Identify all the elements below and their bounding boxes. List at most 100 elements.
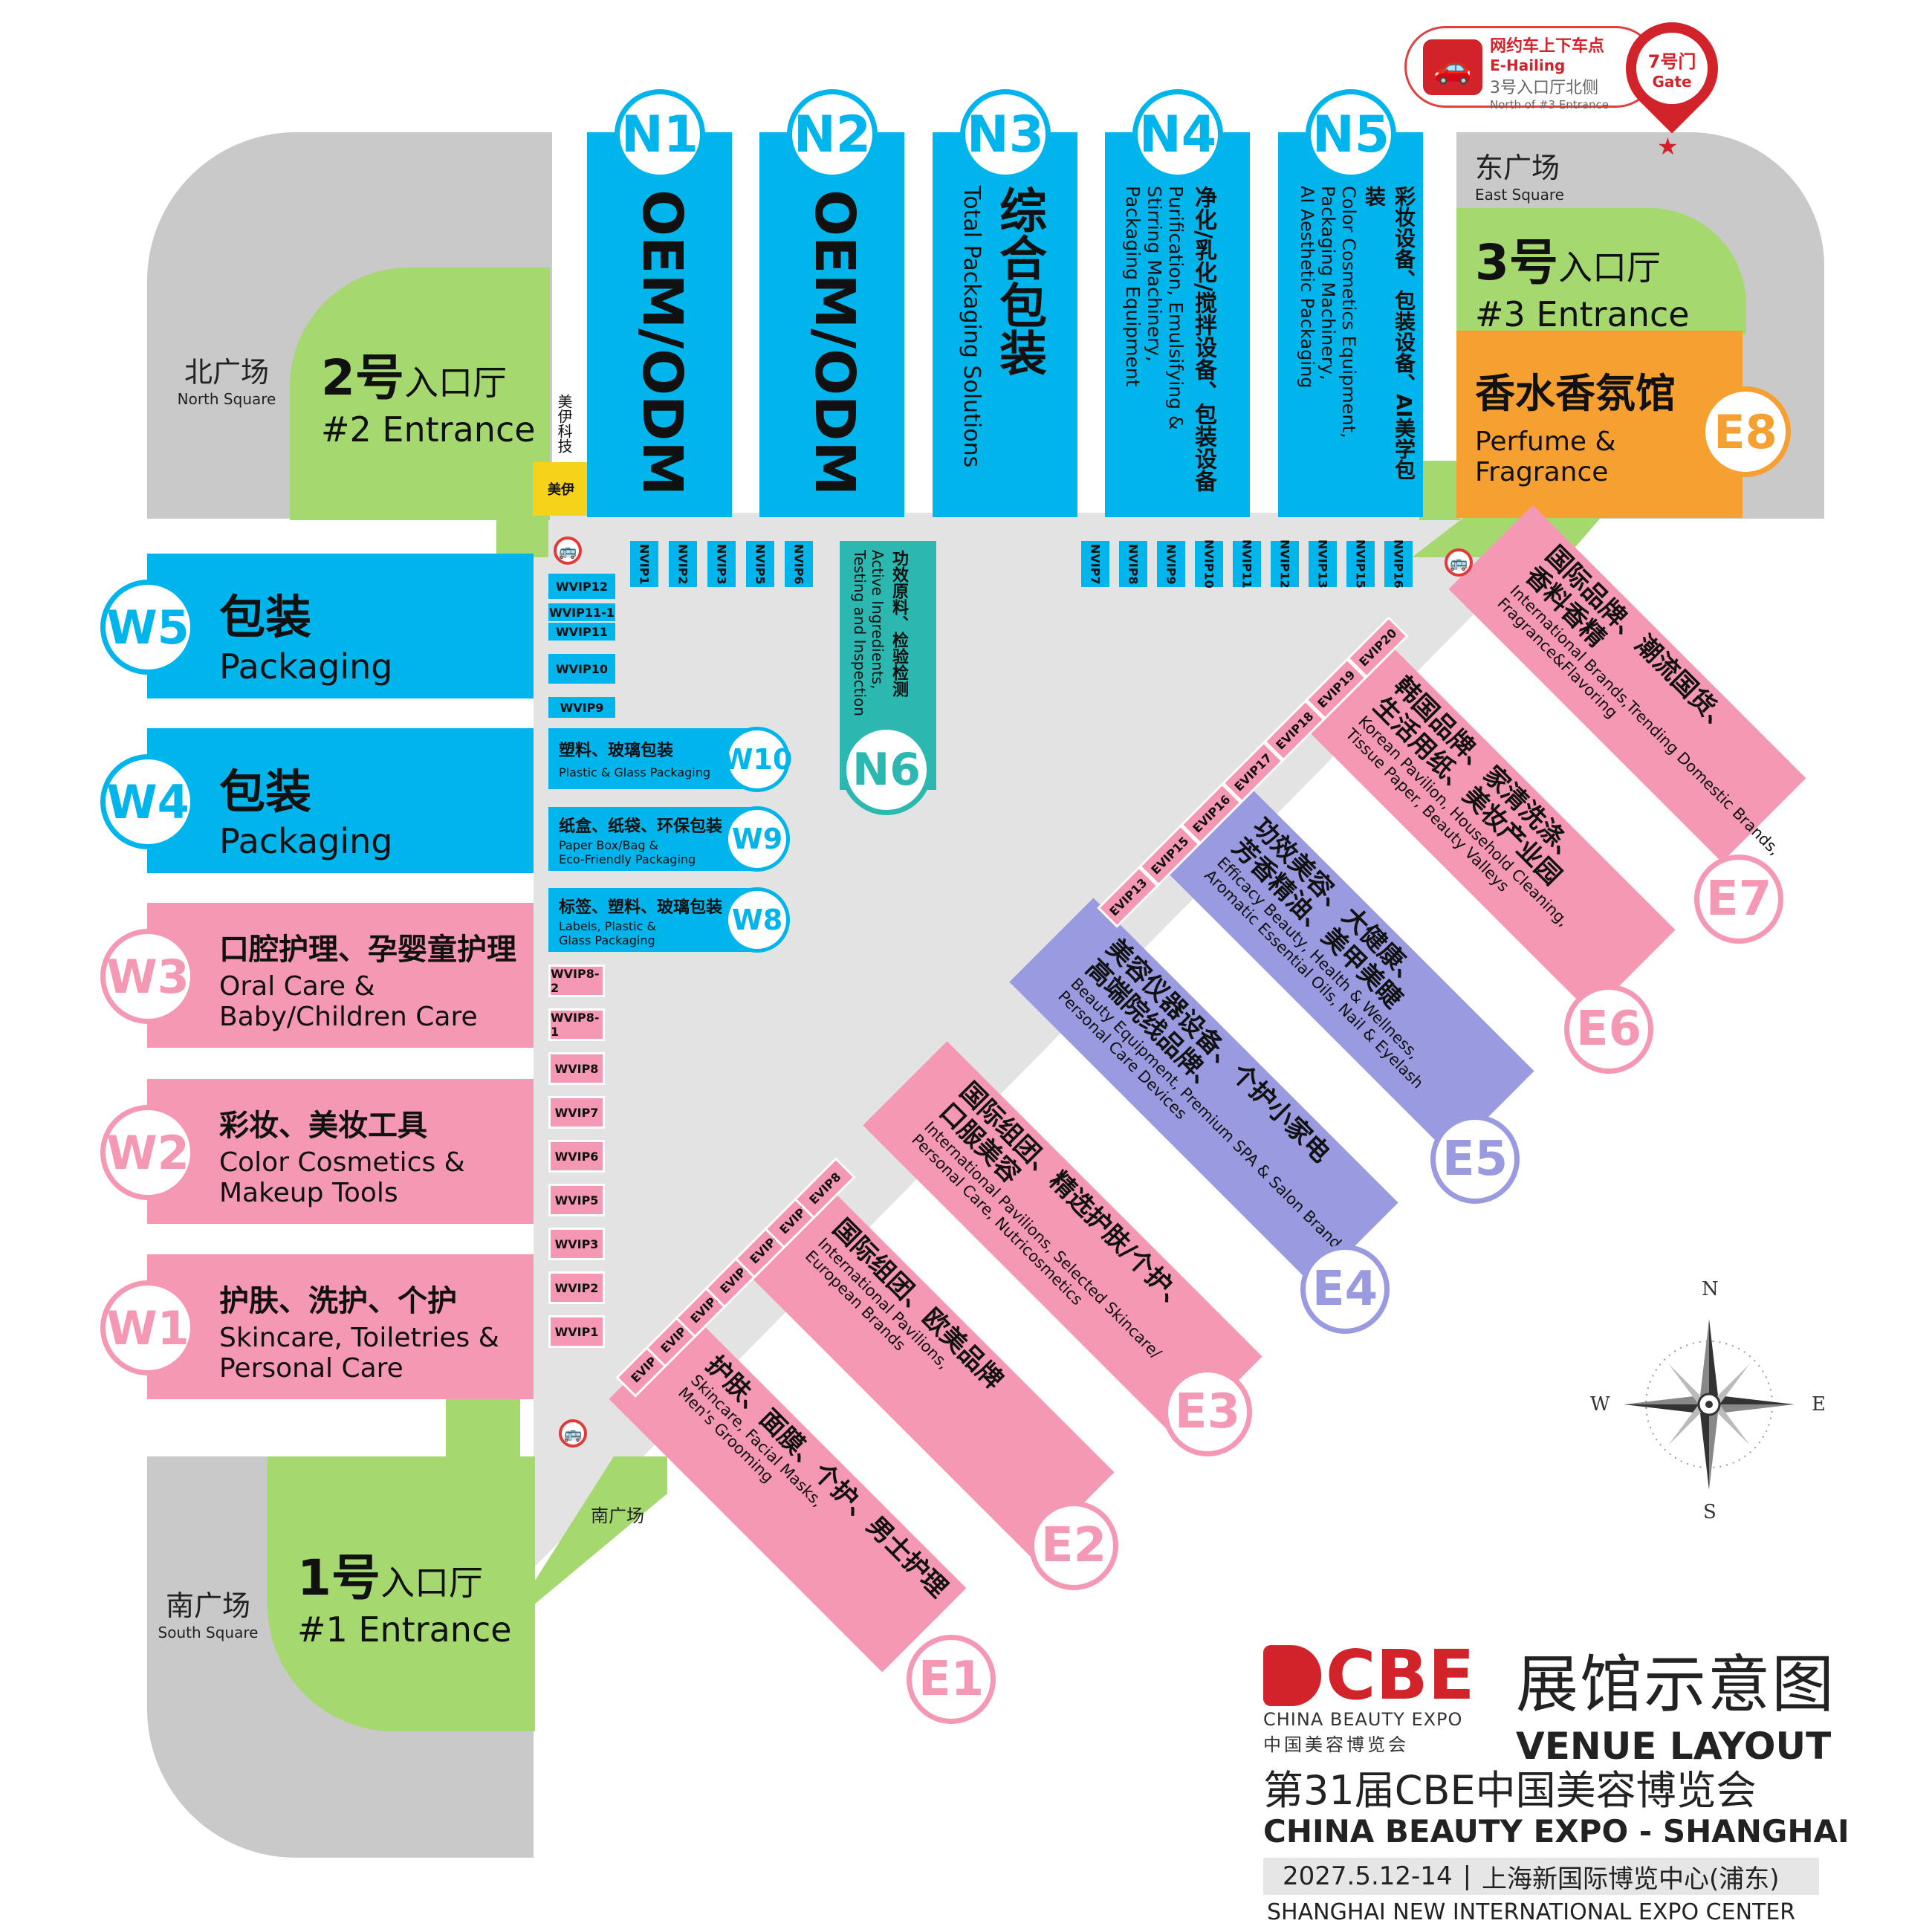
hall-n4-en2: Stirring Machinery, <box>1144 186 1165 363</box>
vip-room[interactable]: WVIP1 <box>548 1315 605 1348</box>
hall-w9-text: 纸盒、纸袋、环保包装 Paper Box/Bag & Eco-Friendly … <box>559 813 722 866</box>
meiyi-logo: 美伊 <box>533 462 589 516</box>
vip-room[interactable]: WVIP12 <box>548 574 615 599</box>
vip-room[interactable]: WVIP2 <box>548 1271 605 1304</box>
hall-w1-text: 护肤、洗护、个护 Skincare, Toiletries & Personal… <box>219 1277 499 1384</box>
vip-room[interactable]: WVIP8-1 <box>548 1008 605 1041</box>
hall-n5[interactable] <box>1278 132 1423 517</box>
vip-room[interactable]: NVIP15 <box>1346 539 1375 589</box>
vip-room[interactable]: NVIP12 <box>1271 539 1299 589</box>
vip-room[interactable]: WVIP7 <box>548 1096 605 1129</box>
hall-w10-title: 塑料、玻璃包装 <box>559 742 674 760</box>
entrance-3-label: 3号入口厅 #3 Entrance <box>1475 223 1690 334</box>
compass-w: W <box>1590 1393 1610 1416</box>
bus-stop-icon: 🚌 <box>1445 548 1473 577</box>
entrance-1-area <box>268 1456 535 1731</box>
vip-room[interactable]: NVIP7 <box>1081 541 1109 587</box>
hall-w9-en2: Eco-Friendly Packaging <box>559 852 696 866</box>
hall-w5-text: 包装 Packaging <box>219 580 393 687</box>
hall-e5-badge: E5 <box>1430 1115 1520 1204</box>
layout-en: VENUE LAYOUT <box>1516 1725 1832 1768</box>
hall-w1-en2: Personal Care <box>219 1353 403 1384</box>
vip-room[interactable]: WVIP8-2 <box>548 965 605 997</box>
hall-e7-title2: 香料香精 <box>1519 560 1612 654</box>
vip-room[interactable]: NVIP9 <box>1157 541 1185 587</box>
entrance-2-label: 2号入口厅 #2 Entrance <box>321 338 536 450</box>
hall-w1-badge: W1 <box>100 1280 195 1375</box>
hall-n4-badge: N4 <box>1132 89 1223 180</box>
vip-room[interactable]: NVIP13 <box>1309 539 1337 589</box>
ehailing-en: E-Hailing <box>1490 56 1566 74</box>
hall-w8-text: 标签、塑料、玻璃包装 Labels, Plastic & Glass Packa… <box>559 894 722 947</box>
meiyi-logo-text: 美伊 <box>548 482 574 498</box>
entrance-3-zh: 入口厅 <box>1557 247 1661 288</box>
hall-n1-title: OEM/ODM <box>630 189 694 496</box>
hall-w4[interactable] <box>147 728 534 873</box>
vip-room[interactable]: WVIP6 <box>548 1140 605 1173</box>
event-date-bar: 2027.5.12-14 | 上海新国际博览中心(浦东) <box>1263 1858 1819 1895</box>
vip-room[interactable]: WVIP11 <box>548 623 615 641</box>
compass-n: N <box>1702 1278 1719 1300</box>
hall-w9-title: 纸盒、纸袋、环保包装 <box>559 817 723 836</box>
hall-n6-en2: Testing and Inspection <box>851 550 869 716</box>
hall-w10-badge: W10 <box>722 727 792 792</box>
hall-n3[interactable] <box>933 132 1077 517</box>
vip-room[interactable]: NVIP3 <box>707 541 736 587</box>
vip-room[interactable]: WVIP3 <box>548 1228 605 1260</box>
hall-w5-en: Packaging <box>219 646 393 687</box>
vip-room[interactable]: NVIP11 <box>1233 539 1261 589</box>
vip-room[interactable]: WVIP10 <box>548 654 615 684</box>
entrance-2-num: 2号 <box>321 349 404 406</box>
hall-n1[interactable] <box>587 132 732 517</box>
vip-room[interactable]: WVIP5 <box>548 1184 605 1216</box>
hall-e7-badge: E7 <box>1694 855 1783 944</box>
hall-w1[interactable] <box>147 1254 534 1399</box>
hall-n6-en1: Active Ingredients, <box>869 550 886 690</box>
entrance-2-zh: 入口厅 <box>403 363 507 403</box>
hall-n4[interactable] <box>1105 132 1250 517</box>
hall-w5[interactable] <box>147 554 534 698</box>
compass: N S W E <box>1575 1278 1843 1531</box>
entrance-3-area <box>1456 208 1746 334</box>
cbe-logo-text: CBE <box>1326 1636 1475 1715</box>
south-plaza-label: 南广场 <box>591 1505 644 1526</box>
ehailing-loc-zh: 3号入口厅北侧 <box>1490 79 1598 97</box>
vip-room[interactable]: NVIP16 <box>1384 539 1413 589</box>
hall-w2-text: 彩妆、美妆工具 Color Cosmetics & Makeup Tools <box>219 1101 465 1208</box>
south-square-en: South Square <box>158 1624 259 1641</box>
hall-n2[interactable] <box>759 132 904 517</box>
hall-w3[interactable] <box>147 903 534 1048</box>
hall-n4-en1: Purification, Emulsifying & <box>1165 186 1187 430</box>
event-venue-en: SHANGHAI NEW INTERNATIONAL EXPO CENTER <box>1267 1899 1796 1925</box>
vip-room[interactable]: WVIP8 <box>548 1052 605 1085</box>
entrance-3-en: #3 Entrance <box>1475 294 1690 334</box>
vip-room[interactable]: NVIP6 <box>785 541 813 587</box>
hall-n3-title: 综合包装 <box>991 186 1046 376</box>
hall-w1-title: 护肤、洗护、个护 <box>219 1284 457 1318</box>
hall-n5-text: 彩妆设备、包装设备、AI美学包装 Color Cosmetics Equipme… <box>1297 186 1419 498</box>
vip-room[interactable]: WVIP9 <box>548 697 615 718</box>
north-square-zh: 北广场 <box>184 356 269 389</box>
gate-star-icon: ★ <box>1657 132 1679 161</box>
hall-n6-text: 功效原料、检验检测 Active Ingredients, Testing an… <box>851 550 910 773</box>
vip-room[interactable]: NVIP10 <box>1195 539 1223 589</box>
hall-n5-en3: AI Aesthetic Packaging <box>1297 186 1317 389</box>
vip-room[interactable]: WVIP11-1 <box>548 603 615 621</box>
event-venue-zh: 上海新国际博览中心(浦东) <box>1482 1864 1780 1894</box>
vip-room[interactable]: NVIP2 <box>669 541 697 587</box>
hall-w4-badge: W4 <box>100 754 195 849</box>
vip-room[interactable]: NVIP1 <box>630 541 658 587</box>
hall-w2[interactable] <box>147 1079 534 1224</box>
hall-e8[interactable] <box>1456 331 1743 518</box>
date-divider: | <box>1462 1861 1472 1891</box>
hall-w3-text: 口腔护理、孕婴童护理 Oral Care & Baby/Children Car… <box>219 925 516 1032</box>
hall-w5-title: 包装 <box>219 590 312 644</box>
vip-room[interactable]: NVIP5 <box>746 541 774 587</box>
compass-e: E <box>1812 1393 1826 1416</box>
vip-room[interactable]: NVIP8 <box>1119 541 1147 587</box>
entrance-3-num: 3号 <box>1475 234 1558 291</box>
hall-e8-title: 香水香氛馆 <box>1475 370 1676 417</box>
hall-n5-badge: N5 <box>1306 89 1396 180</box>
cbe-logo-mark-icon <box>1263 1645 1321 1706</box>
